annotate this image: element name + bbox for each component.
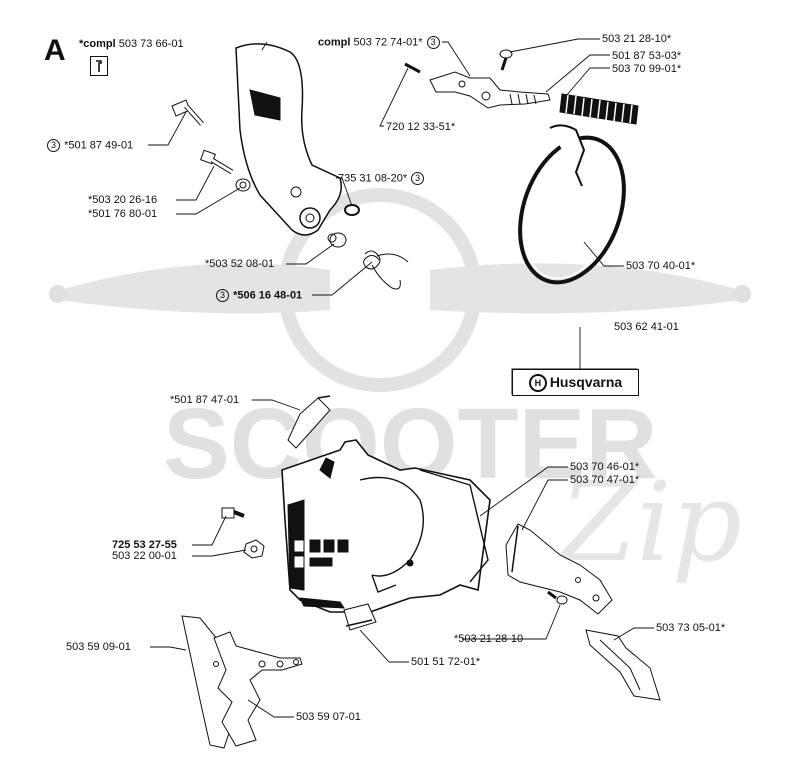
- brake-lever-501-87-53: [429, 71, 551, 109]
- clip-501-87-47: [287, 395, 331, 449]
- screw-501-87-49: [171, 99, 204, 126]
- label-501-87-49-01: 3 *501 87 49-01: [46, 139, 133, 152]
- screw-503-20-26: [200, 149, 234, 175]
- label-503-70-40-01: 503 70 40-01*: [626, 260, 696, 272]
- label-503-62-41-01: 503 62 41-01: [614, 321, 679, 333]
- label-503-70-99-01: 503 70 99-01*: [612, 63, 682, 75]
- label-compl-b: compl 503 72 74-01* 3: [318, 36, 441, 49]
- label-503-70-47-01: 503 70 47-01*: [570, 474, 640, 486]
- label-503-59-07-01: 503 59 07-01: [296, 711, 361, 723]
- pin-720-12-33: [404, 62, 421, 74]
- chain-brake-handle: [235, 43, 342, 236]
- label-503-52-08-01: *503 52 08-01: [205, 258, 275, 270]
- label-503-21-28-10-top: 503 21 28-10*: [602, 33, 672, 45]
- circled-ref: 3: [426, 36, 440, 49]
- label-501-51-72-01: 501 51 72-01*: [411, 656, 481, 668]
- label-735-31-08-20: 735 31 08-20* 3: [338, 172, 425, 185]
- label-503-59-09-01: 503 59 09-01: [66, 641, 131, 653]
- label-720-12-33-51: 720 12 33-51*: [386, 121, 456, 133]
- label-501-76-80-01: *501 76 80-01: [88, 208, 158, 220]
- label-503-70-46-01: 503 70 46-01*: [570, 461, 640, 473]
- bolt-725-53-27: [221, 507, 245, 519]
- spring-506-16-48: [363, 250, 409, 290]
- circled-ref: 3: [47, 139, 60, 152]
- husqvarna-logo-icon: H: [528, 374, 547, 393]
- section-letter: A: [44, 34, 66, 67]
- label-503-73-05-01: 503 73 05-01*: [656, 622, 726, 634]
- label-503-21-28-10-bottom: *503 21 28-10: [454, 633, 524, 645]
- circled-ref: 3: [411, 172, 425, 185]
- plate-503-73-05: [585, 629, 661, 701]
- spring-503-70-99: [559, 93, 639, 125]
- label-725-53-27-55: 725 53 27-55: [112, 539, 177, 551]
- bushing-503-52-08: [327, 232, 347, 248]
- screw-503-21-28-top: [499, 49, 513, 71]
- watermark-script: Zip: [557, 458, 742, 586]
- label-506-16-48-01: 3 *506 16 48-01: [215, 289, 302, 302]
- label-501-87-53-03: 501 87 53-03*: [612, 50, 682, 62]
- clutch-cover: [281, 439, 491, 613]
- label-503-20-26-16: *503 20 26-16: [88, 194, 158, 206]
- washer-735-31-08: [344, 204, 360, 216]
- label-compl-a: *compl 503 73 66-01: [79, 38, 184, 50]
- screw-503-21-28-bottom: [547, 590, 568, 605]
- pad-501-51-72: [343, 603, 377, 631]
- plate-503-59-07: [213, 631, 303, 747]
- brake-band-503-70-40: [518, 124, 626, 285]
- leader-lines: [148, 38, 654, 718]
- label-501-87-47-01: *501 87 47-01: [170, 394, 240, 406]
- guide-plate-503-70-46: [505, 523, 613, 615]
- nut-503-22-00: [243, 539, 265, 559]
- label-503-22-00-01: 503 22 00-01: [112, 550, 177, 562]
- tool-icon: [90, 56, 108, 76]
- circled-ref: 3: [216, 289, 229, 302]
